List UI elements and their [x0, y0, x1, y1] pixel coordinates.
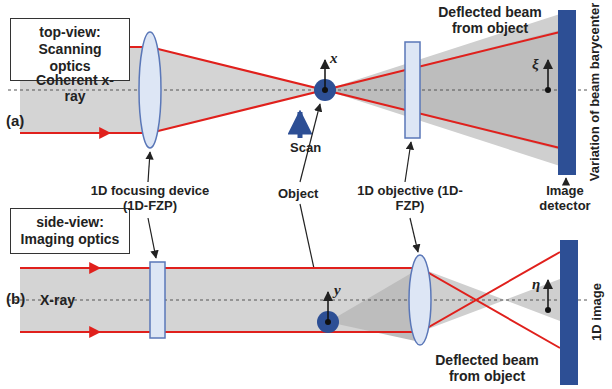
part-label: y — [334, 282, 341, 299]
part-label: Object — [278, 186, 318, 201]
view-box: side-view: Imaging optics — [10, 208, 130, 254]
part-label: x — [330, 50, 338, 67]
part-label: ξ — [532, 56, 539, 73]
part-label: Deflected beam from object — [432, 352, 542, 384]
rotated-label: 1D image — [589, 283, 604, 341]
part-label: Scan — [290, 140, 321, 155]
rotated-label: Variation of beam barycenter — [587, 3, 602, 181]
part-label: (b) — [6, 290, 25, 307]
part-label: Coherent x-ray — [30, 72, 120, 104]
part-label: 1D focusing device (1D-FZP) — [85, 183, 215, 213]
view-title: top-view: Scanning optics — [17, 24, 123, 75]
part-label: X-ray — [40, 292, 75, 308]
part-label: (a) — [6, 112, 24, 129]
view-title: side-view: Imaging optics — [17, 214, 123, 248]
part-label: 1D objective (1D-FZP) — [350, 183, 470, 213]
view-box: top-view: Scanning optics — [10, 18, 130, 81]
part-label: η — [532, 276, 540, 293]
part-label: Image detector — [520, 183, 610, 213]
part-label: Deflected beam from object — [430, 4, 550, 36]
